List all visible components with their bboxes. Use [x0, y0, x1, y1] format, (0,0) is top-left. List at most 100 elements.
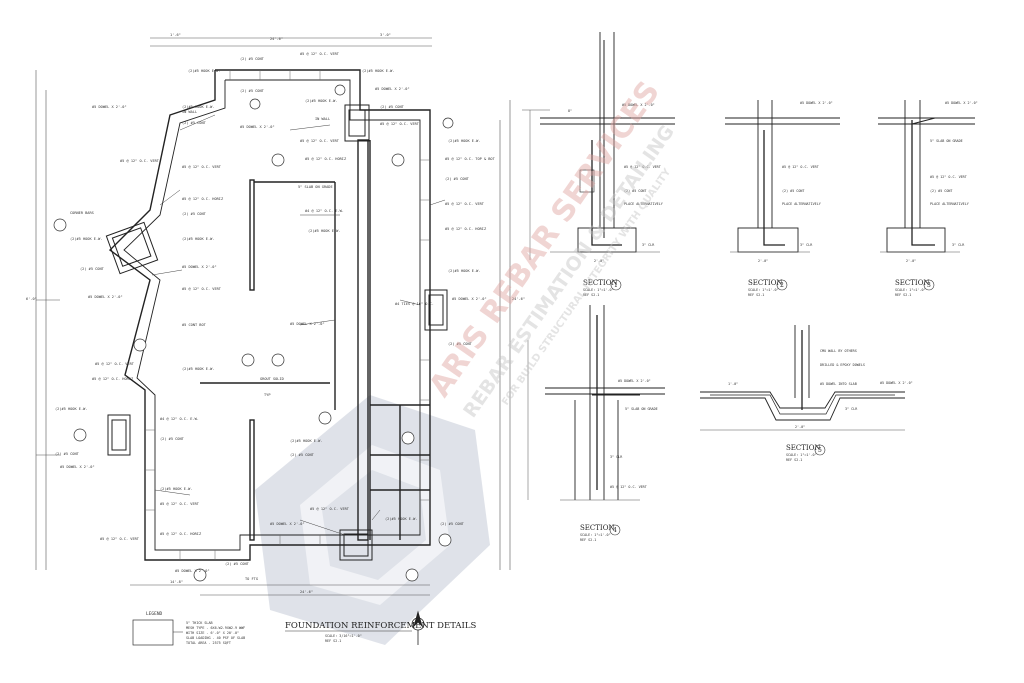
plan-ref: REF S2.1 — [325, 639, 341, 643]
section-title: SECTION — [786, 444, 821, 452]
dimension-text: 24'-6" — [300, 590, 313, 594]
callout-text: (2)#5 HOOK E.W. — [385, 517, 417, 521]
callout-text: (2) #5 CONT — [290, 453, 315, 457]
callout-text: #4 TIES @ 16" O.C. — [395, 302, 434, 306]
section-1-labels: #5 DOWEL X 2'-0" #5 @ 12" O.C. VERT (2) … — [568, 103, 663, 297]
wall-ties — [145, 70, 430, 560]
callout-text: #5 @ 12" O.C. HORIZ — [92, 377, 134, 381]
callout-text: #5 @ 12" O.C. VERT — [624, 165, 661, 169]
callout-text: (2)#5 HOOK E.W. — [182, 367, 214, 371]
section-ref: REF S2.1 — [583, 293, 599, 297]
section-title: SECTION — [580, 524, 615, 532]
callout-text: (2)#5 HOOK E.W. — [362, 69, 394, 73]
section-ref: REF S2.1 — [748, 293, 764, 297]
callout-text: 5" SLAB ON GRADE — [930, 139, 963, 143]
callout-text: 5" SLAB ON GRADE — [625, 407, 658, 411]
section-scale: SCALE: 1"=1'-0" — [748, 288, 779, 292]
dimension-text: 3'-0" — [380, 33, 391, 37]
section-number: 1 — [614, 282, 618, 289]
callout-text: (2) #5 CONT — [80, 267, 105, 271]
callout-text: PLACE ALTERNATIVELY — [624, 202, 663, 206]
callout-text: (2) #5 CONT — [624, 189, 646, 193]
callout-text: (2) #5 CONT — [440, 522, 465, 526]
callout-text: (2) #5 CONT — [160, 437, 185, 441]
section-3-detail — [878, 100, 975, 253]
callout-text: 3" CLR — [642, 243, 655, 247]
callout-text: (2) #5 CONT — [445, 177, 470, 181]
callout-text: #5 @ 12" O.C. VERT — [182, 287, 222, 291]
callout-text: (2) #5 CONT — [240, 57, 265, 61]
section-ref: REF S2.1 — [786, 458, 802, 462]
callout-text: #5 DOWEL X 2'-0" — [375, 87, 410, 91]
callout-text: (2) #5 CONT — [182, 212, 207, 216]
callout-text: #5 @ 12" O.C. VERT — [160, 502, 200, 506]
dimension-text: 2'-0" — [906, 259, 916, 263]
callout-text: (2)#5 HOOK E.W. — [305, 99, 337, 103]
callout-text: 3" CLR — [952, 243, 965, 247]
callout-text: CMU WALL BY OTHERS — [820, 349, 857, 353]
callout-text: #5 DOWEL X 2'-0" — [618, 379, 651, 383]
plan-callouts: (2)#5 HOOK E.W. IN WALL (2) #5 CONT #5 @… — [26, 33, 525, 594]
callout-text: #5 DOWEL X 2'-0" — [182, 265, 217, 269]
plan-title: FOUNDATION REINFORCEMENT DETAILS — [285, 621, 477, 631]
callout-text: (2)#5 HOOK E.W. — [188, 69, 220, 73]
foundation-plan — [35, 37, 511, 596]
callout-text: (2) #5 CONT — [448, 342, 473, 346]
callout-text: (2) #5 CONT — [225, 562, 250, 566]
callout-text: #5 @ 12" O.C. VERT — [300, 52, 340, 56]
callout-text: (2) #5 CONT — [182, 121, 207, 125]
section-4-labels: #5 DOWEL X 2'-0" 5" SLAB ON GRADE 3" CLR… — [580, 379, 658, 542]
section-5-detail — [700, 325, 905, 431]
section-1-detail — [522, 32, 675, 260]
callout-text: TYP — [264, 393, 271, 397]
section-number: 3 — [927, 282, 931, 289]
callout-text: #5 @ 12" O.C. VERT — [610, 485, 647, 489]
north-arrow-icon — [411, 610, 425, 645]
legend-line: TOTAL AREA - 2575 SQFT — [186, 641, 231, 645]
callout-text: GROUT SOLID — [260, 377, 284, 381]
section-markers — [53, 84, 454, 582]
callout-text: #5 DOWEL X 2'-0" — [800, 101, 833, 105]
callout-text: #5 DOWEL INTO SLAB — [820, 382, 857, 386]
legend-line: MESH TYPE - 6X6-W2.9XW2.9 WWF — [186, 626, 245, 630]
section-ref: REF S2.1 — [580, 538, 596, 542]
callout-text: #5 @ 12" O.C. VERT — [380, 122, 420, 126]
section-ref: REF S2.1 — [895, 293, 911, 297]
callout-text: (2) #5 CONT — [240, 89, 265, 93]
dimension-text: 1'-0" — [728, 382, 738, 386]
callout-text: #5 DOWEL X 2'-0" — [270, 522, 305, 526]
callout-text: (2)#5 HOOK E.W. — [160, 487, 192, 491]
section-number: 2 — [780, 282, 784, 289]
callout-text: (2)#5 HOOK E.W. — [55, 407, 87, 411]
dimension-text: 1'-6" — [170, 33, 181, 37]
watermark-logo — [255, 395, 490, 645]
callout-text: (2) #5 CONT — [782, 189, 804, 193]
callout-text: (2) #5 CONT — [930, 189, 952, 193]
dimension-text: 8" — [568, 109, 572, 113]
callout-text: #4 @ 12" O.C. E.W. — [160, 417, 199, 421]
section-number: 4 — [613, 527, 617, 534]
callout-text: (2)#5 HOOK E.W. — [70, 237, 102, 241]
callout-text: #5 @ 12" O.C. VERT — [120, 159, 160, 163]
callout-text: (2)#5 HOOK E.W. — [182, 105, 214, 109]
callout-text: PLACE ALTERNATIVELY — [930, 202, 969, 206]
callout-text: #5 @ 12" O.C. HORIZ — [182, 197, 224, 201]
legend: LEGEND 5" THICK SLAB MESH TYPE - 6X6-W2.… — [132, 611, 245, 646]
callout-text: #5 @ 12" O.C. VERT — [782, 165, 819, 169]
callout-text: #5 @ 12" O.C. VERT — [930, 175, 967, 179]
plan-title-block: FOUNDATION REINFORCEMENT DETAILS SCALE: … — [285, 610, 477, 645]
callout-text: 3" CLR — [800, 243, 813, 247]
callout-text: 3" CLR — [845, 407, 858, 411]
callout-text: (2)#5 HOOK E.W. — [290, 439, 322, 443]
callout-text: (2)#5 HOOK E.W. — [448, 139, 480, 143]
callout-text: #5 DOWEL X 2'-0" — [622, 103, 655, 107]
section-scale: SCALE: 1"=1'-0" — [583, 288, 614, 292]
section-scale: SCALE: 1"=1'-0" — [895, 288, 926, 292]
section-5-labels: CMU WALL BY OTHERS DRILLED & EPOXY DOWEL… — [728, 349, 913, 462]
callout-text: IN WALL — [315, 117, 330, 121]
callout-text: IN WALL — [182, 110, 197, 114]
callout-text: #5 DOWEL X 2'-0" — [880, 381, 913, 385]
section-2-labels: #5 DOWEL X 2'-0" #5 @ 12" O.C. VERT (2) … — [748, 101, 833, 297]
callout-text: CORNER BARS — [70, 211, 94, 215]
